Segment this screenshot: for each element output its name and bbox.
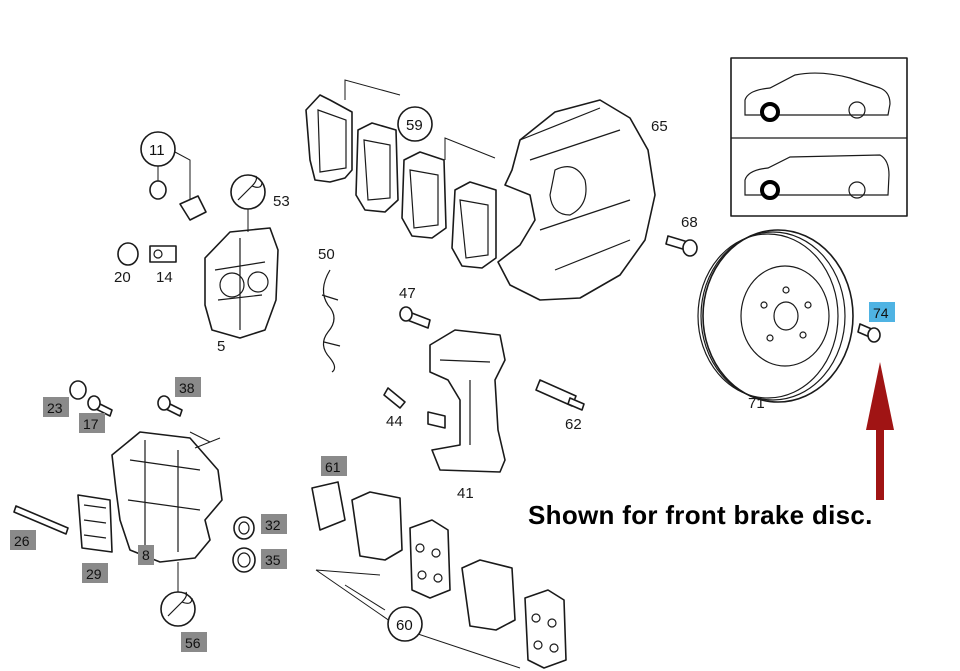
- label-boxes: [10, 302, 895, 652]
- label-61: 61: [325, 459, 341, 475]
- label-23: 23: [47, 400, 63, 416]
- vehicle-type-inset: [730, 57, 908, 217]
- brake-disc: [697, 229, 854, 403]
- label-26: 26: [14, 533, 30, 549]
- callout-circle-59: [397, 106, 433, 142]
- label-74: 74: [873, 305, 889, 321]
- label-59: 59: [406, 117, 423, 134]
- bolt-38: [157, 395, 183, 417]
- callout-circle-60: [387, 606, 423, 642]
- small-bolts-23-17: [69, 380, 113, 417]
- caliper-lower: [111, 431, 223, 563]
- callout-circle-11: [140, 131, 207, 221]
- red-arrow: [866, 362, 894, 500]
- bolt-47: [399, 306, 431, 329]
- spring-plate-61: [311, 481, 346, 531]
- label-71: 71: [748, 395, 765, 412]
- label-35: 35: [265, 552, 281, 568]
- label-65: 65: [651, 118, 668, 135]
- highlight-74: [869, 302, 895, 322]
- wagon-icon: [744, 154, 890, 200]
- label-38: 38: [179, 380, 195, 396]
- brake-pads-lower: [315, 491, 567, 669]
- caliper-upper: [204, 227, 279, 339]
- label-44: 44: [386, 413, 403, 430]
- splash-shield: [497, 99, 656, 301]
- label-8: 8: [142, 547, 150, 563]
- brake-pads-upper: [305, 79, 497, 269]
- label-11: 11: [149, 142, 165, 159]
- label-41: 41: [457, 485, 474, 502]
- caption-text: Shown for front brake disc.: [528, 500, 873, 530]
- label-14: 14: [156, 269, 173, 286]
- wrench-icon-53: [230, 174, 266, 232]
- label-60: 60: [396, 617, 413, 634]
- guide-pin-44: [383, 387, 406, 409]
- wear-sensor: [321, 269, 341, 373]
- guide-pin-62: [535, 379, 585, 411]
- long-pin-26: [13, 505, 69, 535]
- spring-clip-29: [77, 494, 113, 553]
- sedan-icon: [744, 72, 891, 122]
- label-68: 68: [681, 214, 698, 231]
- label-29: 29: [86, 566, 102, 582]
- label-56: 56: [185, 635, 201, 651]
- label-62: 62: [565, 416, 582, 433]
- disc-screw: [857, 323, 881, 343]
- bolt-68: [665, 235, 698, 257]
- label-53: 53: [273, 193, 290, 210]
- label-17: 17: [83, 416, 99, 432]
- seals-32-35: [232, 516, 256, 573]
- wrench-icon-56: [160, 562, 196, 627]
- label-50: 50: [318, 246, 335, 263]
- label-5: 5: [217, 338, 225, 355]
- label-20: 20: [114, 269, 131, 286]
- label-32: 32: [265, 517, 281, 533]
- small-parts-20-14: [117, 242, 177, 266]
- label-47: 47: [399, 285, 416, 302]
- caliper-carrier: [427, 329, 506, 473]
